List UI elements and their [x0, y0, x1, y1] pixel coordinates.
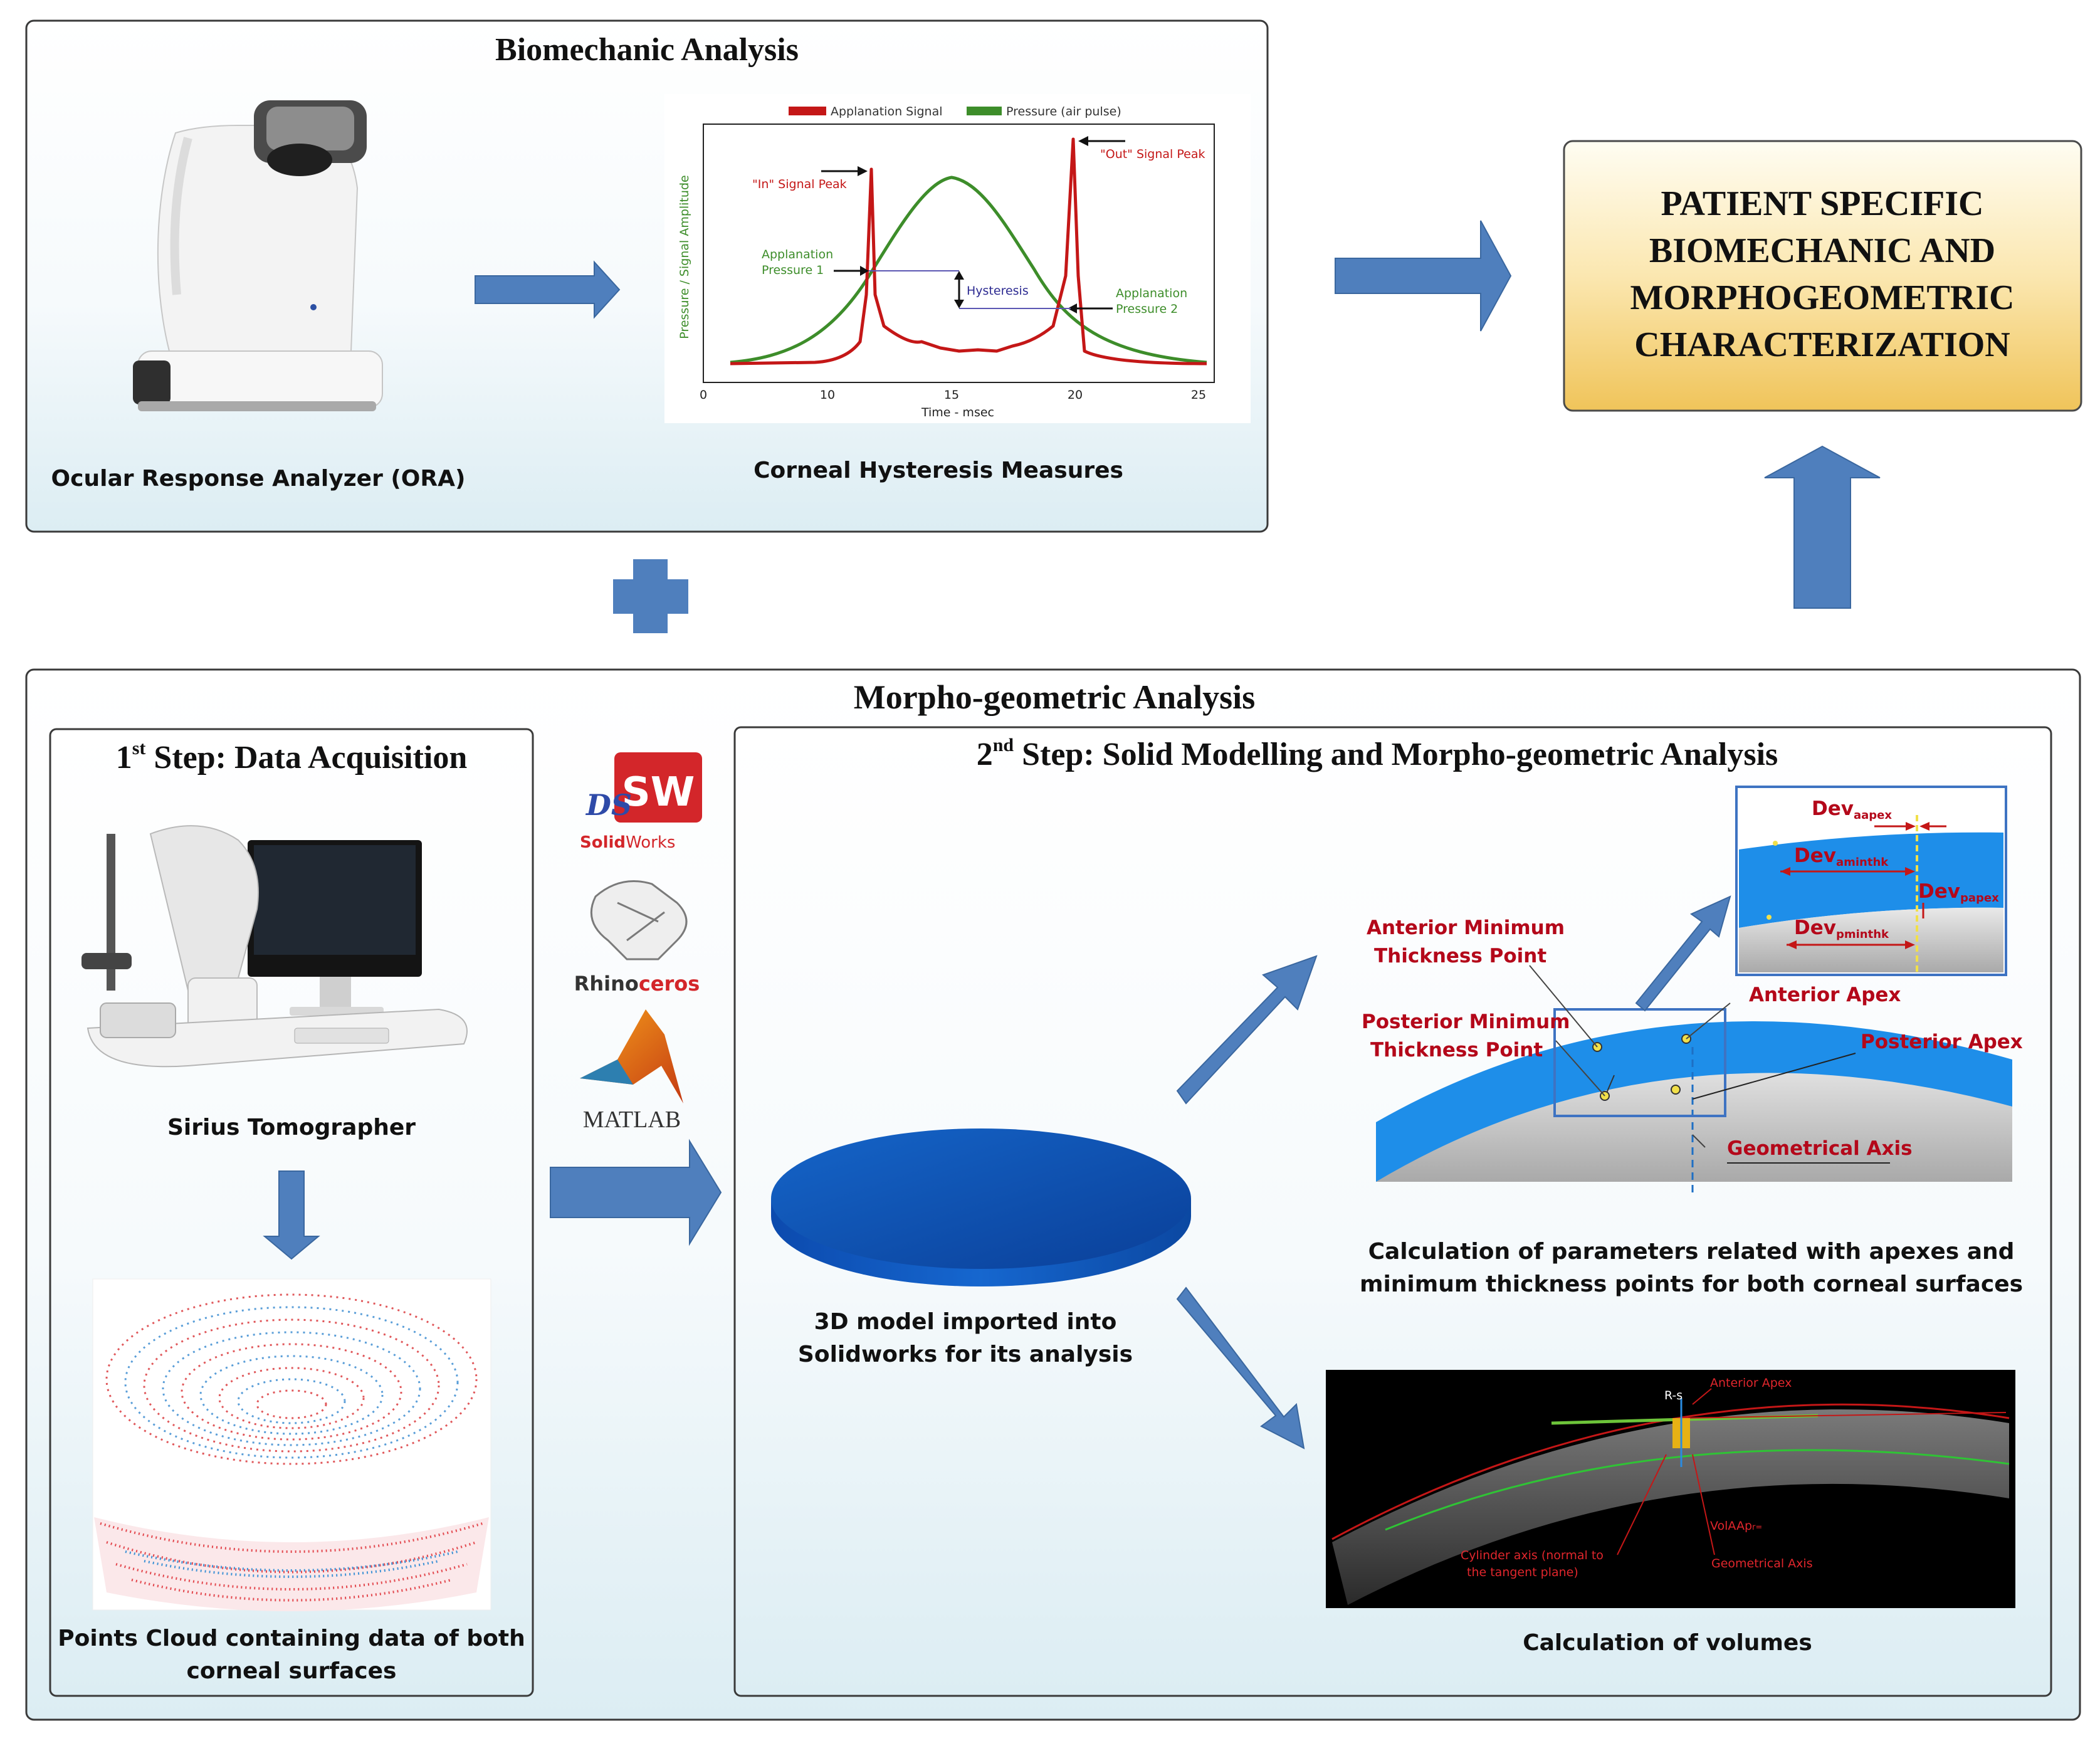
applanation-signal-curve [730, 137, 1207, 366]
params-caption-line-1: Calculation of parameters related with a… [1368, 1239, 2015, 1265]
rhinoceros-logo: Rhinoceros [574, 880, 700, 996]
x-tick-0: 0 [700, 388, 707, 402]
cornea-labels: Anterior Minimum Thickness Point Posteri… [1362, 917, 2023, 1164]
result-line-1: PATIENT SPECIFIC [1661, 184, 1984, 223]
legend-pressure-label: Pressure (air pulse) [1006, 105, 1121, 118]
matlab-logo: MATLAB [580, 1009, 683, 1133]
solidworks-ds: DS [585, 788, 632, 822]
step2-panel: 2nd Step: Solid Modelling and Morpho-geo… [733, 726, 2052, 1697]
3d-model-disk [771, 1128, 1191, 1286]
applanation-pressure-2-line1: Applanation [1116, 287, 1187, 300]
result-line-4: CHARACTERIZATION [1634, 325, 2010, 364]
solidworks-logo: SW DS SolidWorks [580, 752, 702, 852]
arrow-model-to-parameters [1176, 955, 1318, 1105]
oct-anterior-apex: Anterior Apex [1710, 1376, 1792, 1390]
label-ant-apex: Anterior Apex [1749, 984, 1901, 1006]
biomechanic-panel: Biomechanic Analysis Ocular Response Ana… [25, 19, 1269, 533]
arrow-ora-to-chart [475, 260, 621, 319]
plot-area [703, 124, 1215, 383]
plus-icon [613, 559, 688, 633]
x-axis-ticks: 0 10 15 20 25 [700, 388, 1206, 402]
hysteresis-label: Hysteresis [967, 284, 1029, 298]
points-cloud-image [92, 1278, 491, 1611]
oct-cyl-2: the tangent plane) [1467, 1565, 1578, 1579]
oct-vol: VolAApr= [1710, 1519, 1762, 1533]
volumes-caption: Calculation of volumes [1523, 1630, 1812, 1656]
legend-pressure-swatch [967, 107, 1002, 115]
params-caption-line-2: minimum thickness points for both cornea… [1360, 1271, 2023, 1297]
ora-caption: Ocular Response Analyzer (ORA) [51, 466, 466, 492]
label-post-apex: Posterior Apex [1861, 1031, 2023, 1053]
posterior-apex-point [1671, 1085, 1681, 1095]
x-axis-label: Time - msec [921, 406, 994, 419]
out-peak-label: "Out" Signal Peak [1100, 147, 1205, 161]
step2-title: 2nd Step: Solid Modelling and Morpho-geo… [977, 735, 1778, 772]
legend-applanation-swatch [789, 107, 826, 115]
y-axis-label: Pressure / Signal Amplitude [678, 175, 691, 339]
result-line-3: MORPHOGEOMETRIC [1630, 278, 2015, 317]
cloud-caption-line-2: corneal surfaces [187, 1658, 397, 1684]
rhinoceros-label: Rhinoceros [574, 972, 700, 996]
morpho-title: Morpho-geometric Analysis [854, 678, 1255, 716]
solidworks-badge: SW [622, 769, 695, 816]
label-ant-min-1: Anterior Minimum [1367, 917, 1565, 939]
matlab-label: MATLAB [583, 1107, 681, 1133]
cornea-cross-section [1376, 965, 2012, 1194]
oct-rs: R-s [1664, 1389, 1683, 1402]
pressure-curve [730, 176, 1207, 364]
applanation-pressure-2-line2: Pressure 2 [1116, 302, 1178, 316]
arrow-biomechanic-to-result [1335, 220, 1512, 332]
arrow-to-zoom-inset [1635, 895, 1731, 1012]
solidworks-label: SolidWorks [580, 833, 675, 852]
x-tick-10: 10 [820, 388, 835, 402]
legend-applanation-label: Applanation Signal [831, 105, 943, 118]
oct-volume-image: Anterior Apex R-s VolAApr= Cylinder axis… [1326, 1370, 2015, 1608]
morpho-panel: Morpho-geometric Analysis 1st Step: Data… [25, 668, 2081, 1721]
step1-title: 1st Step: Data Acquisition [116, 738, 468, 776]
dev-aminthk: Devaminthk [1794, 844, 1889, 869]
arrow-morpho-to-result [1764, 445, 1881, 609]
x-tick-15: 15 [944, 388, 959, 402]
label-post-min-1: Posterior Minimum [1362, 1011, 1570, 1033]
dev-papex: Devpapex [1918, 880, 1999, 905]
x-tick-20: 20 [1068, 388, 1083, 402]
sirius-tomographer-image [81, 825, 468, 1068]
in-peak-label: "In" Signal Peak [752, 177, 847, 191]
step1-panel: 1st Step: Data Acquisition Sirius Tomogr… [49, 728, 534, 1697]
oct-cyl-1: Cylinder axis (normal to [1461, 1549, 1604, 1562]
model-caption-line-1: 3D model imported into [814, 1309, 1117, 1335]
cloud-caption-line-1: Points Cloud containing data of both [58, 1626, 525, 1651]
dev-pminthk: Devpminthk [1794, 917, 1889, 941]
applanation-pressure-1-line2: Pressure 1 [762, 263, 824, 277]
applanation-pressure-1-line1: Applanation [762, 248, 833, 261]
oct-geo: Geometrical Axis [1711, 1557, 1813, 1570]
arrow-tomographer-to-cloud [263, 1170, 320, 1260]
result-line-2: BIOMECHANIC AND [1649, 231, 1995, 270]
biomechanic-title: Biomechanic Analysis [495, 32, 799, 68]
x-tick-25: 25 [1191, 388, 1206, 402]
label-ant-min-2: Thickness Point [1374, 945, 1546, 967]
zoom-region-box [1553, 1008, 1726, 1117]
zoom-inset: Devaapex Devaminthk Devpapex Devpminthk [1735, 786, 2007, 976]
label-geo-axis: Geometrical Axis [1727, 1137, 1913, 1160]
hysteresis-chart: Applanation Signal Pressure (air pulse) … [664, 94, 1251, 423]
result-box: PATIENT SPECIFIC BIOMECHANIC AND MORPHOG… [1563, 140, 2082, 412]
arrow-step1-to-step2 [550, 1139, 722, 1246]
arrow-model-to-volumes [1176, 1286, 1305, 1449]
label-post-min-2: Thickness Point [1370, 1039, 1543, 1061]
tomographer-caption: Sirius Tomographer [167, 1115, 416, 1140]
dev-aapex: Devaapex [1812, 797, 1892, 822]
hysteresis-caption: Corneal Hysteresis Measures [753, 458, 1123, 483]
model-caption-line-2: Solidworks for its analysis [798, 1342, 1133, 1367]
ora-device-image [133, 100, 383, 411]
